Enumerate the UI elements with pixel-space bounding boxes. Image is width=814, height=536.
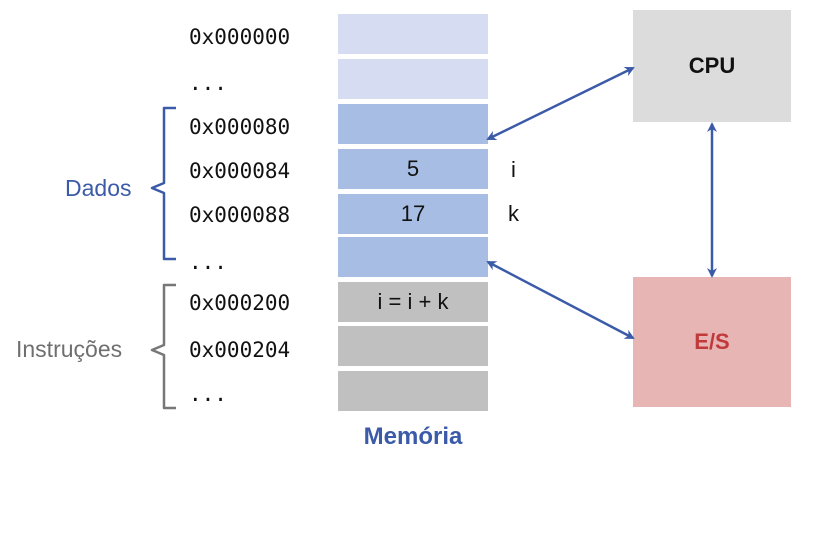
- io-box: E/S: [633, 277, 791, 407]
- address-6: 0x000200: [189, 291, 291, 315]
- memory-cell-3: 5: [338, 149, 488, 189]
- memory-cell-1: [338, 59, 488, 99]
- cpu-label: CPU: [688, 53, 736, 78]
- data-group-label: Dados: [65, 175, 132, 201]
- cpu-box: CPU: [633, 10, 791, 122]
- address-8: ...: [189, 382, 227, 406]
- memory-cell-5: [338, 237, 488, 277]
- address-1: ...: [189, 71, 227, 95]
- memory-title: Memória: [363, 423, 463, 450]
- memory-cpu-arrow: [486, 66, 635, 141]
- memory-cell-2: [338, 104, 488, 144]
- memory-cell-0: [338, 14, 488, 54]
- variable-i-label: i: [511, 157, 516, 182]
- address-2: 0x000080: [189, 115, 291, 139]
- address-4: 0x000088: [189, 203, 291, 227]
- memory-cell-7: [338, 326, 488, 366]
- instructions-group-label: Instruções: [16, 336, 123, 362]
- memory-io-arrow: [486, 260, 635, 340]
- memory-cell-4: 17: [338, 194, 488, 234]
- memory-cell-8: [338, 371, 488, 411]
- address-0: 0x000000: [189, 25, 291, 49]
- instructions-group-brace: [150, 283, 176, 410]
- data-group-brace: [150, 106, 176, 261]
- memory-cell-6: i = i + k: [338, 282, 488, 322]
- address-5: ...: [189, 250, 227, 274]
- variable-k-label: k: [508, 201, 519, 226]
- io-label: E/S: [694, 329, 730, 354]
- address-3: 0x000084: [189, 159, 291, 183]
- address-7: 0x000204: [189, 338, 291, 362]
